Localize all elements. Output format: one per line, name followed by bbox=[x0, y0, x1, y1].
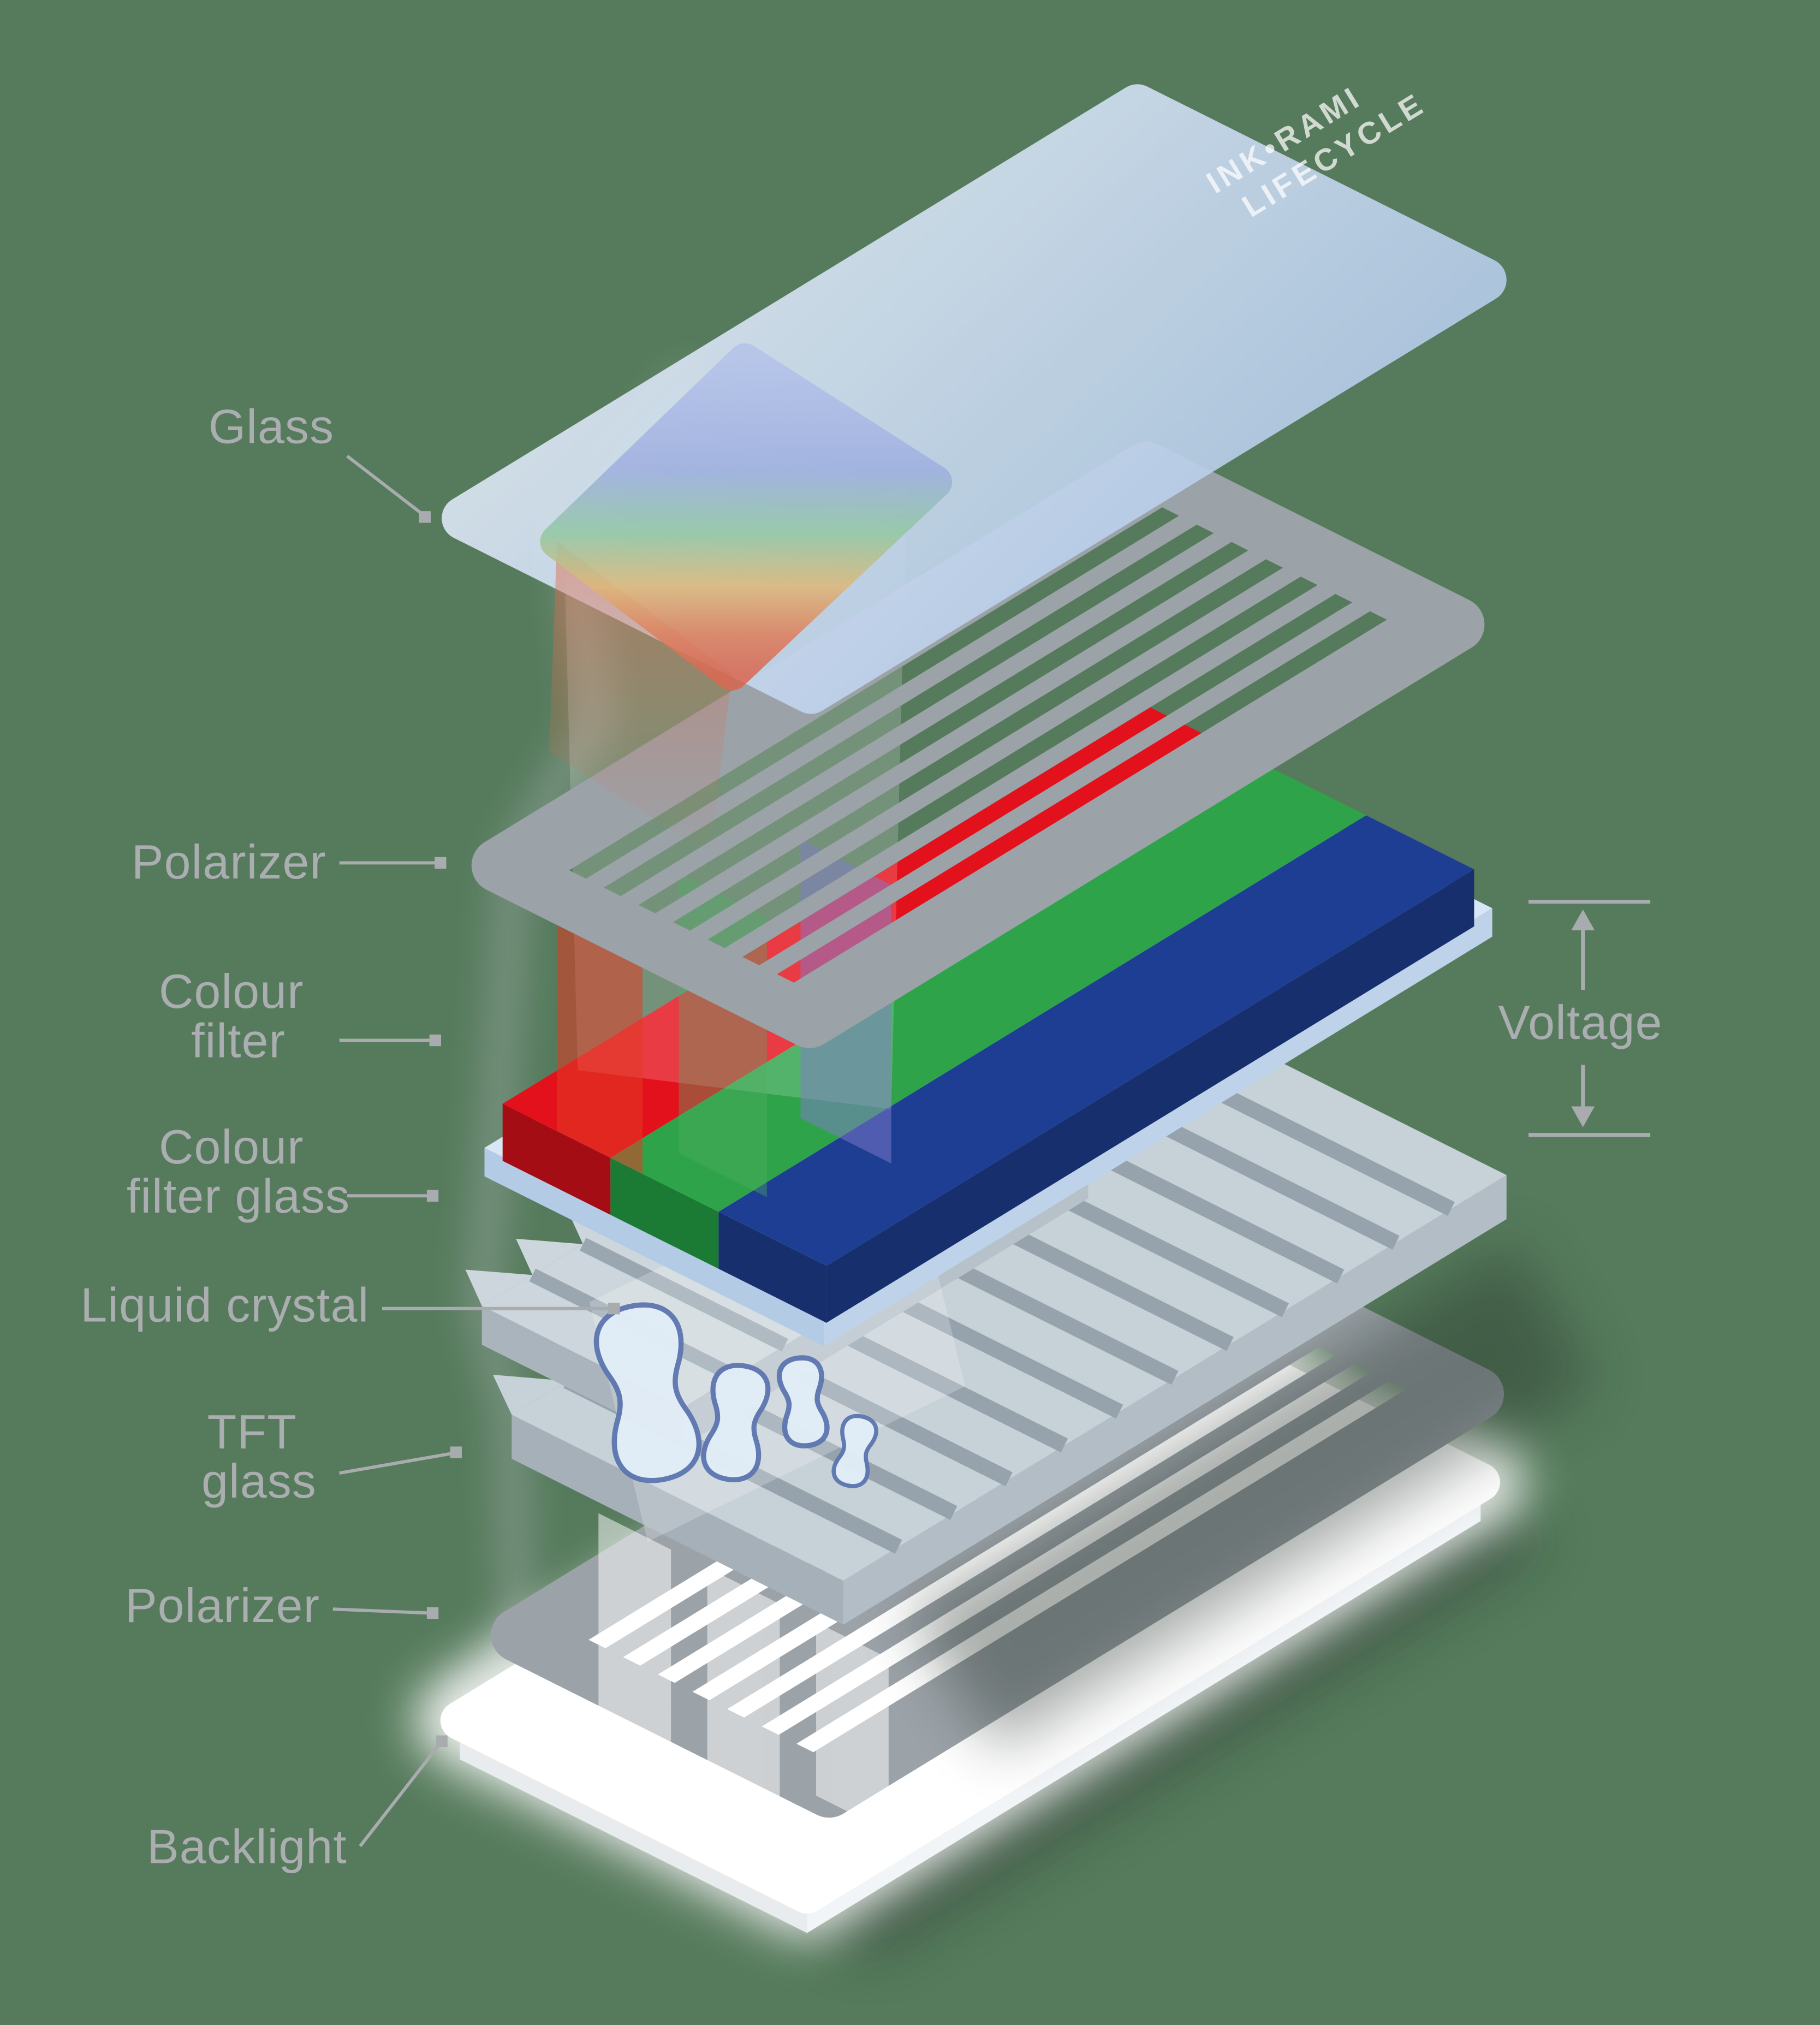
lc-fin bbox=[579, 1238, 788, 1352]
liquid-crystal-label: Liquid crystal bbox=[80, 1278, 369, 1332]
colour-filter-glass-leader-dot bbox=[426, 1190, 439, 1202]
voltage-up-arrow-icon bbox=[1571, 909, 1595, 930]
tft-glass-leader-dot bbox=[450, 1446, 462, 1458]
light-beam bbox=[707, 1567, 780, 1814]
polarizer-slat bbox=[698, 564, 1363, 978]
polarizer-slat bbox=[663, 547, 1328, 960]
glass-layer: INK•RAMI LIFECYCLE bbox=[442, 79, 1507, 856]
colour-filter-glass-label: Colour filter glass bbox=[127, 1120, 350, 1223]
backlight-label: Backlight bbox=[147, 1820, 347, 1873]
light-beam bbox=[598, 1513, 671, 1796]
polarizer-slat bbox=[767, 599, 1432, 1013]
glass-leader-line bbox=[346, 454, 423, 515]
lc-molecule bbox=[701, 1363, 771, 1482]
polarizer-top-label: Polarizer bbox=[132, 835, 326, 889]
red-beam bbox=[557, 899, 643, 1174]
glass-leader-dot bbox=[419, 511, 431, 523]
tft-side-front bbox=[843, 1175, 1507, 1625]
cf-front-face bbox=[826, 869, 1474, 1323]
glass-label: Glass bbox=[209, 400, 334, 454]
liquid-crystal-leader-dot bbox=[608, 1303, 620, 1315]
backlight-leader-dot bbox=[436, 1735, 448, 1747]
polarizer-bottom-label: Polarizer bbox=[125, 1579, 320, 1632]
tft-cast-shadow bbox=[907, 1241, 1596, 1752]
polarizer-top-leader-dot bbox=[435, 857, 447, 869]
voltage-label: Voltage bbox=[1498, 996, 1662, 1049]
colour-filter-leader-dot bbox=[429, 1034, 441, 1047]
polarizer-slat bbox=[682, 1316, 1347, 1730]
cf-green-side bbox=[610, 1157, 719, 1269]
polarizer-slat bbox=[628, 530, 1293, 943]
lc-molecule bbox=[593, 1302, 702, 1483]
cfg-side-left bbox=[484, 1148, 824, 1346]
polarizer-slat bbox=[732, 581, 1397, 995]
backlight-leader-line bbox=[359, 1745, 439, 1848]
liquid-crystal-molecules bbox=[593, 1302, 878, 1488]
tft-glass-leader-line bbox=[339, 1452, 451, 1475]
tft-side-left bbox=[511, 1415, 843, 1625]
backlight-light-beams bbox=[598, 1513, 889, 1832]
colour-filter-label: Colour filter bbox=[159, 965, 318, 1067]
voltage-down-arrow-icon bbox=[1571, 1106, 1595, 1127]
polarizer-bottom-leader-dot bbox=[426, 1607, 439, 1619]
polarizer-slat bbox=[559, 495, 1224, 908]
lc-molecule bbox=[831, 1414, 878, 1488]
light-beam bbox=[816, 1622, 889, 1832]
prism-light-glow bbox=[549, 541, 732, 856]
cf-blue-side bbox=[718, 1212, 826, 1323]
polarizer-bottom-leader-line bbox=[332, 1607, 428, 1615]
tft-glass-label: TFT glass bbox=[201, 1405, 317, 1508]
cf-green-stripe bbox=[610, 761, 1366, 1212]
lc-molecule bbox=[776, 1355, 830, 1448]
cf-blue-stripe bbox=[718, 815, 1474, 1266]
cfg-side-front bbox=[824, 908, 1492, 1346]
cf-red-side bbox=[502, 1103, 611, 1215]
labels: Glass Polarizer Colour filter Colour fil… bbox=[80, 400, 620, 1873]
voltage-annotation: Voltage bbox=[1498, 900, 1662, 1137]
prism-pane bbox=[540, 343, 953, 691]
